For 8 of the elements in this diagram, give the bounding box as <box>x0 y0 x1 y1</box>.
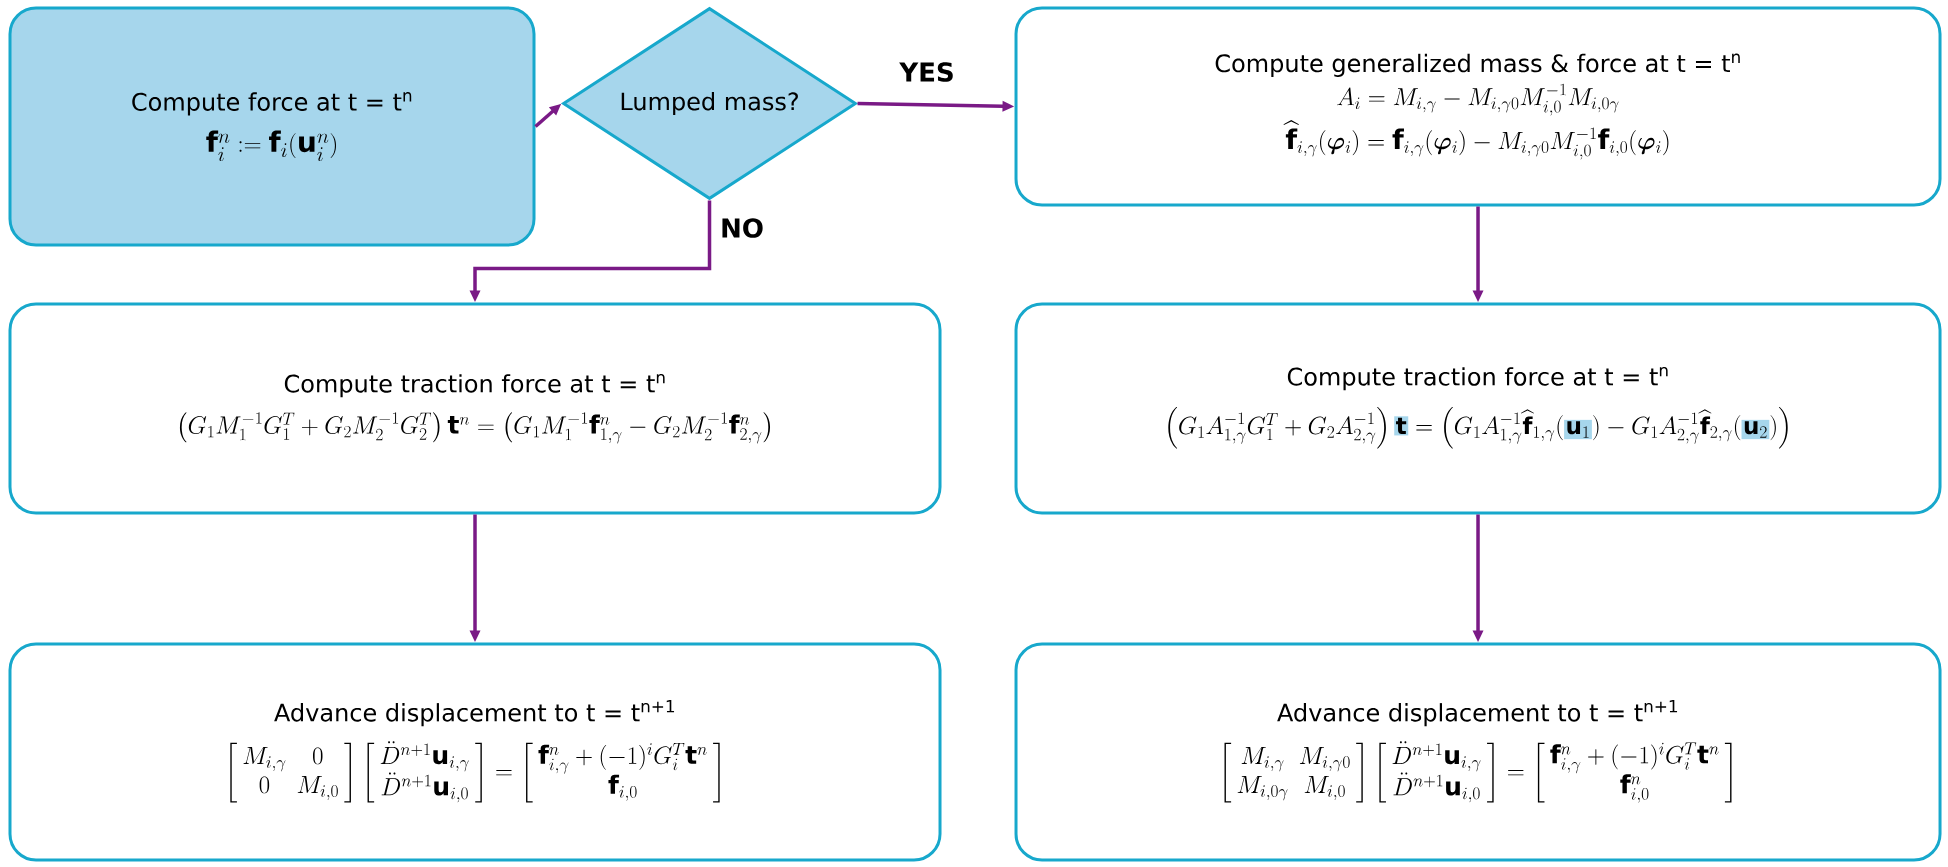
edge-label: YES <box>899 62 953 82</box>
process-box: Compute force at t = t$^{n}$ $\mathbf{f}_i^n := \mathbf{f}_i(\mathbf{u}_i^n)$ <box>8 6 536 247</box>
process-box: Compute traction force at t = t$^{n}$ $\left(G_1 M_1^{-1} G_1^T + G_2 M_2^{-1} G_2^T\right) \mathbf{t}^n = \left(G_1 M_1^{-1} \mathbf{f}^n_{1,\gamma} - G_2 M_2^{-1} \mathbf{f}^n_{2,\gamma}\right)$ <box>8 302 942 515</box>
edge-label: NO <box>722 218 763 238</box>
process-box: Advance displacement to t = t$^{n+1}$ $\left[\begin{array}{cc} M_{i,\gamma} & 0 \\ 0 & M_{i,0} \end{array}\right] \left[\begin{array}{c} \ddot{D}^{n+1}\mathbf{u}_{i,\gamma} \\ \ddot{D}^{n+1}\mathbf{u}_{i,0} \end{array}\right] = \left[\begin{array}{c} \mathbf{f}^n_{i,\gamma} + (-1)^i G_i^T \mathbf{t}^n \\ \mathbf{f}_{i,0} \end{array}\right]$ <box>8 642 942 862</box>
process-box: Advance displacement to t = t$^{n+1}$ $\left[\begin{array}{cc} M_{i,\gamma} & M_{i,\gamma 0} \\ M_{i,0\gamma} & M_{i,0} \end{array}\right] \left[\begin{array}{c} \ddot{D}^{n+1}\mathbf{u}_{i,\gamma} \\ \ddot{D}^{n+1}\mathbf{u}_{i,0} \end{array}\right] = \left[\begin{array}{c} \mathbf{f}^n_{i,\gamma} + (-1)^i G_i^T \mathbf{t}^n \\ \mathbf{f}^n_{i,0} \end{array}\right]$ <box>1014 642 1942 862</box>
process-box: Compute generalized mass & force at t = t$^{n}$ $A_i = M_{i,\gamma} - M_{i,\gamma 0} M_{i,0}^{-1} M_{i,0\gamma}$ $\widehat{\mathbf{f}}_{i,\gamma}(\boldsymbol{\varphi}_i) = \mathbf{f}_{i,\gamma}(\boldsymbol{\varphi}_i) - M_{i,\gamma 0} M_{i,0}^{-1} \mathbf{f}_{i,0}(\boldsymbol{\varphi}_i)$ <box>1014 6 1942 207</box>
process-box: Compute traction force at t = t$^{n}$ $\left(G_1 A_{1,\gamma}^{-1} G_1^T + G_2 A_{2,\gamma}^{-1}\right) \colorbox[HTML]{A6D6EC}{$\mathbf{t}$} = \Big(G_1 A_{1,\gamma}^{-1} \widehat{\mathbf{f}}_{1,\gamma}(\colorbox[HTML]{A6D6EC}{$\mathbf{u}_1$}) - G_1 A_{2,\gamma}^{-1} \widehat{\mathbf{f}}_{2,\gamma}(\colorbox[HTML]{A6D6EC}{$\mathbf{u}_2$})\Big)$ <box>1014 302 1942 515</box>
